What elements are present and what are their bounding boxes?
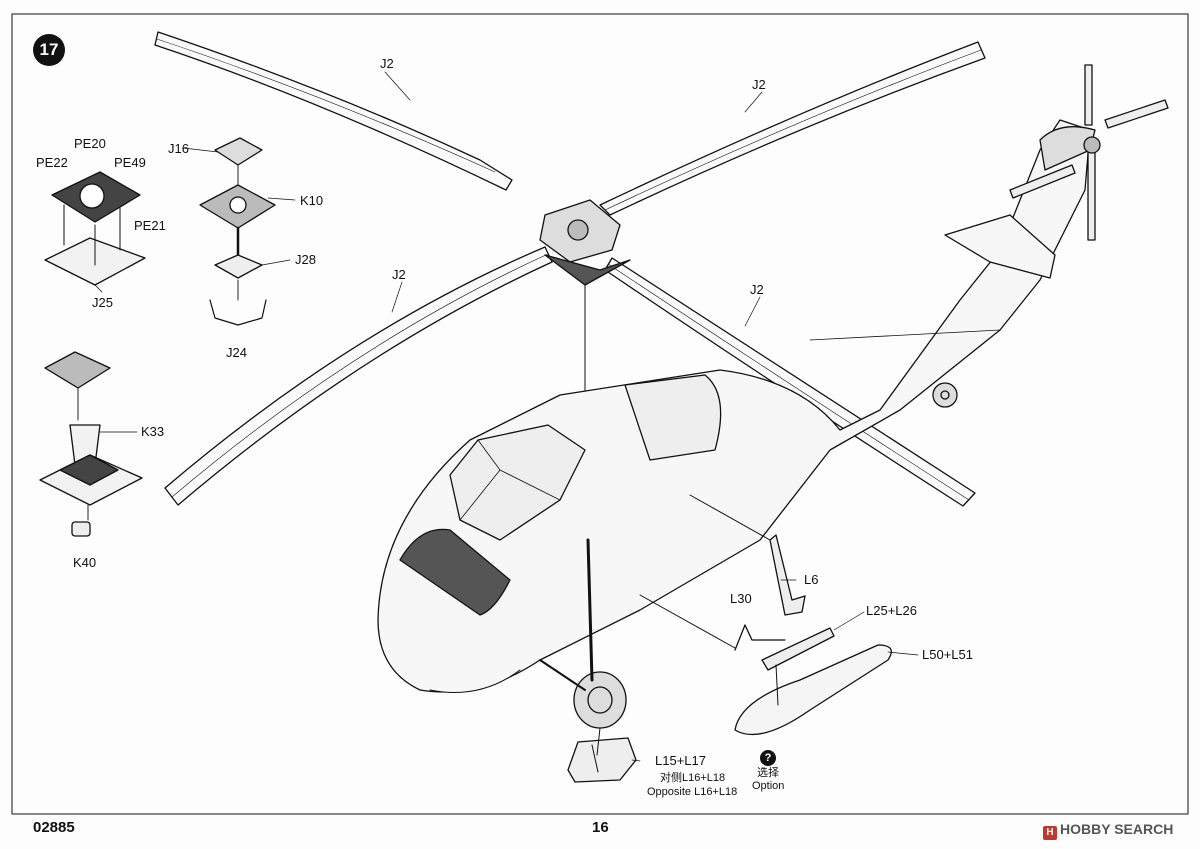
opposite-note-en: Opposite L16+L18 bbox=[647, 786, 738, 798]
watermark-logo-icon: H bbox=[1043, 826, 1057, 840]
subassembly-photoetch bbox=[44, 171, 146, 293]
brace-arrow bbox=[639, 594, 736, 649]
part-label-pe22: PE22 bbox=[36, 155, 68, 170]
strut-arrow bbox=[689, 494, 771, 541]
tail-boom bbox=[944, 126, 1096, 279]
strut-l6 bbox=[769, 534, 806, 616]
step-number-badge: 17 bbox=[33, 34, 65, 66]
part-label-pe49: PE49 bbox=[114, 155, 146, 170]
option-question-icon: ? bbox=[760, 750, 776, 766]
nose-windows bbox=[399, 528, 511, 616]
rotor-blade-j2-front-right bbox=[604, 257, 976, 507]
tail-rotor bbox=[1009, 64, 1169, 241]
step-l25-l26 bbox=[761, 627, 835, 671]
part-label-j2-front-right: J2 bbox=[750, 282, 764, 297]
part-label-j2-front-left: J2 bbox=[392, 267, 406, 282]
helicopter-fuselage bbox=[377, 119, 1091, 693]
part-label-l6: L6 bbox=[804, 572, 819, 587]
engine-cover bbox=[624, 374, 722, 461]
part-label-l30: L30 bbox=[730, 591, 752, 606]
opposite-note-cn: 对侧L16+L18 bbox=[660, 772, 726, 784]
float-arrow bbox=[775, 664, 779, 706]
part-label-k40: K40 bbox=[73, 555, 97, 570]
part-label-l25-l26: L25+L26 bbox=[866, 603, 917, 618]
part-label-k33: K33 bbox=[141, 424, 165, 439]
rotor-blade-j2-back-left bbox=[154, 31, 513, 191]
float-l50-l51 bbox=[734, 644, 892, 736]
main-wheel bbox=[539, 538, 627, 729]
part-label-pe20: PE20 bbox=[74, 136, 106, 151]
rotor-hub bbox=[539, 199, 631, 286]
part-label-j25: J25 bbox=[92, 295, 113, 310]
part-label-j24: J24 bbox=[226, 345, 247, 360]
part-label-k10: K10 bbox=[300, 193, 324, 208]
part-label-l15-l17: L15+L17 bbox=[655, 753, 706, 768]
part-label-j2-back-right: J2 bbox=[752, 77, 766, 92]
page-number: 16 bbox=[592, 819, 609, 836]
watermark-text: HOBBY SEARCH bbox=[1060, 821, 1174, 837]
tail-wheel bbox=[932, 382, 958, 408]
product-code: 02885 bbox=[33, 819, 75, 836]
rotor-blade-j2-back-right bbox=[599, 41, 986, 216]
wheel-cover-arrow bbox=[596, 727, 601, 756]
part-label-pe21: PE21 bbox=[134, 218, 166, 233]
brace-l30 bbox=[734, 624, 786, 651]
cockpit-canopy bbox=[449, 424, 586, 541]
option-note-en: Option bbox=[752, 780, 785, 792]
part-label-j16: J16 bbox=[168, 141, 189, 156]
page-border bbox=[11, 13, 1189, 815]
wheel-cover-part bbox=[567, 737, 637, 783]
subassembly-rotor-head bbox=[199, 137, 276, 326]
leader-lines bbox=[99, 71, 919, 762]
subassembly-k33-k40 bbox=[39, 351, 143, 537]
rotor-blade-j2-front-left bbox=[164, 246, 553, 506]
part-label-j28: J28 bbox=[295, 252, 316, 267]
option-note-cn: 选择 bbox=[757, 767, 779, 779]
part-label-l50-l51: L50+L51 bbox=[922, 647, 973, 662]
part-label-j2-back-left: J2 bbox=[380, 56, 394, 71]
